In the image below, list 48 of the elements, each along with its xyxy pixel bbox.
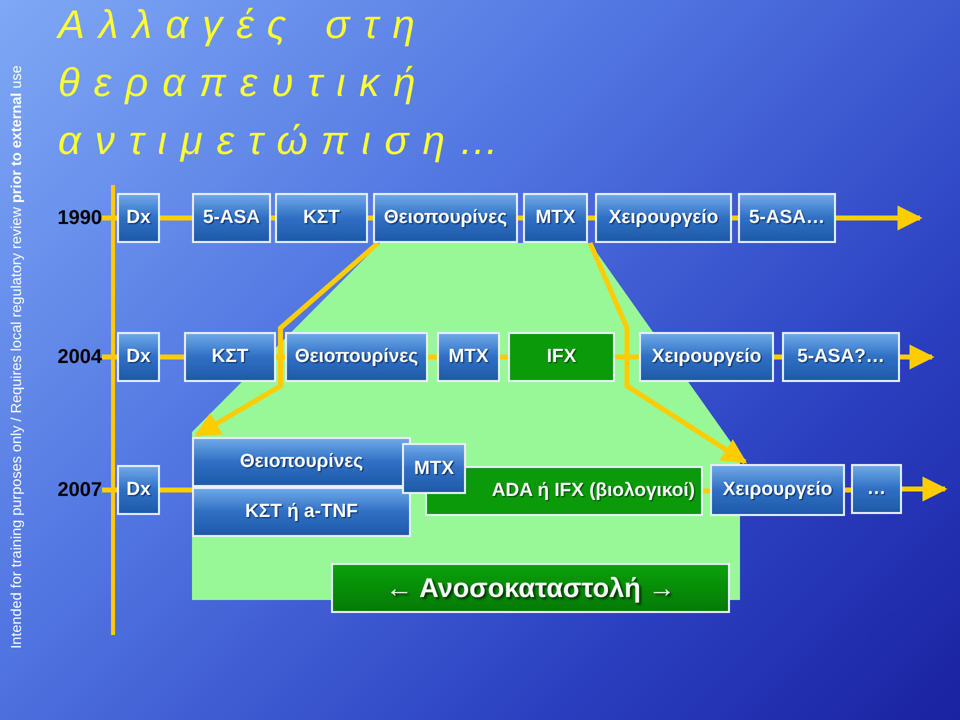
treatment-box: Χειρουργείο: [595, 193, 732, 243]
treatment-box: ΚΣΤ ή a-TNF: [192, 487, 411, 537]
title: Αλλαγές στη θεραπευτική αντιμετώπιση…: [58, 2, 514, 165]
treatment-box: Dx: [117, 465, 160, 515]
treatment-box: Θειοπουρίνες: [192, 437, 411, 487]
timeline-line: [160, 354, 184, 360]
treatment-box: ΚΣΤ: [275, 193, 368, 243]
treatment-box: Dx: [117, 332, 160, 382]
timeline-line: [160, 216, 192, 220]
timeline-line: [518, 216, 523, 220]
treatment-box: 5-ASA?…: [782, 332, 900, 382]
treatment-box: MTX: [437, 332, 500, 382]
timeline-line: [703, 488, 710, 494]
year-label: 2004: [58, 346, 102, 368]
treatment-box: Θειοπουρίνες: [373, 193, 518, 243]
year-label: 2007: [58, 478, 102, 502]
timeline-line: [500, 354, 508, 360]
treatment-box: Χειρουργείο: [639, 332, 774, 382]
timeline-line: [428, 354, 437, 360]
year-label: 1990: [58, 206, 102, 230]
timeline-line: [160, 488, 192, 492]
timeline-line: [845, 488, 851, 492]
timeline-line: [615, 354, 639, 360]
treatment-box: 5-ASA…: [738, 193, 836, 243]
arrow: [836, 206, 922, 230]
treatment-box: Θειοπουρίνες: [285, 332, 428, 382]
treatment-box: MTX: [523, 193, 588, 243]
treatment-box: ΚΣΤ: [184, 332, 276, 382]
timeline-line: [102, 488, 117, 492]
biologic-box: IFX: [508, 332, 615, 382]
treatment-box: Χειρουργείο: [710, 464, 845, 516]
timeline-line: [368, 216, 373, 220]
treatment-box: Dx: [117, 193, 160, 243]
arrow: [902, 476, 948, 502]
treatment-box: MTX: [402, 443, 466, 494]
arrow: [588, 242, 748, 464]
treatment-box: 5-ASA: [192, 193, 271, 243]
timeline-line: [588, 216, 595, 220]
timeline-line: [102, 216, 117, 220]
treatment-box: …: [851, 464, 902, 514]
immunosuppression-banner: ← Ανοσοκαταστολή →: [331, 563, 730, 613]
timeline-line: [774, 354, 782, 360]
disclaimer-text: Intended for training purposes only / Requires local regulatory review prior to external use: [9, 64, 26, 651]
arrow: [194, 241, 380, 438]
timeline-line: [732, 216, 738, 220]
timeline-line: [102, 354, 117, 360]
arrow: [900, 344, 934, 370]
timeline-line: [271, 216, 275, 220]
